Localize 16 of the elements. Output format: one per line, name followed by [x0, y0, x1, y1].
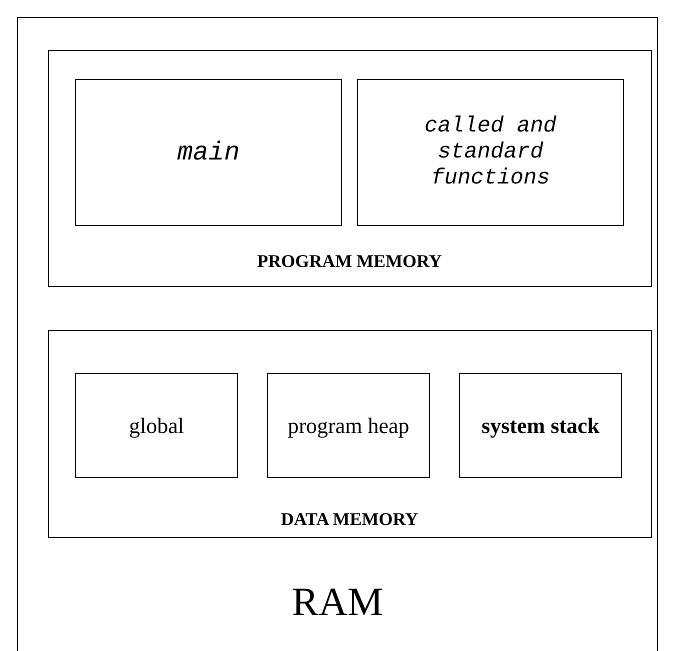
memory-section	[48, 50, 652, 286]
block-label: called and standard functions	[423, 112, 558, 192]
section-label: DATA MEMORY	[280, 508, 420, 530]
memory-section	[48, 330, 652, 538]
memory-block	[267, 373, 430, 478]
memory-block	[75, 373, 238, 478]
memory-block	[357, 79, 624, 226]
block-label: main	[176, 136, 241, 168]
memory-block	[75, 79, 342, 226]
block-label: program heap	[286, 412, 410, 439]
block-label: system stack	[480, 412, 600, 439]
section-label: PROGRAM MEMORY	[256, 250, 443, 272]
block-label: global	[128, 412, 185, 439]
memory-block	[459, 373, 622, 478]
ram-box	[17, 17, 658, 651]
ram-label: RAM	[290, 578, 384, 626]
